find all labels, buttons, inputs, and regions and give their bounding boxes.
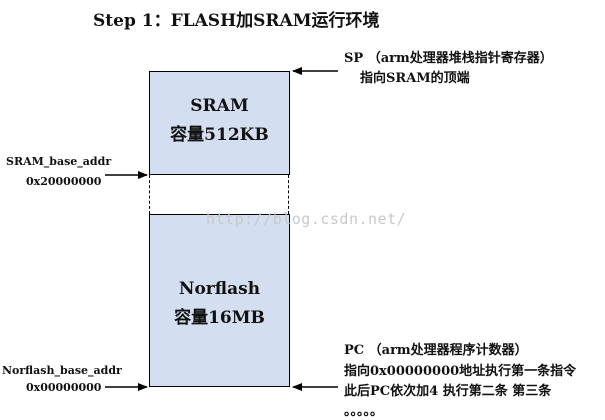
pc-annotation-line3: 此后PC依次加4 执行第二条 第三条 — [344, 384, 552, 399]
sram-base-label: SRAM_base_addr — [6, 155, 112, 168]
norflash-base-address: 0x00000000 — [26, 381, 102, 394]
diagram-title: Step 1：FLASH加SRAM运行环境 — [93, 11, 380, 31]
pc-annotation-line4: 。。。。。 — [344, 404, 384, 419]
gap-dashed-right — [288, 175, 289, 214]
norflash-block-name: Norflash — [178, 279, 261, 299]
sram-block: SRAM 容量512KB — [149, 71, 290, 175]
norflash-block: Norflash 容量16MB — [149, 214, 290, 387]
sp-annotation-title: SP （arm处理器堆栈指针寄存器） — [344, 51, 553, 66]
pc-annotation-title: PC （arm处理器程序计数器） — [344, 343, 528, 358]
watermark: http://blog.csdn.net/ — [206, 210, 407, 228]
norflash-base-label: Norflash_base_addr — [2, 364, 122, 377]
sp-annotation-desc: 指向SRAM的顶端 — [360, 71, 470, 86]
sram-block-name: SRAM — [190, 96, 249, 116]
gap-dashed-left — [149, 175, 150, 214]
pc-annotation-line2: 指向0x00000000地址执行第一条指令 — [344, 364, 577, 379]
sram-base-address: 0x20000000 — [26, 175, 102, 188]
norflash-block-capacity: 容量16MB — [174, 308, 265, 328]
sram-block-capacity: 容量512KB — [170, 125, 269, 145]
